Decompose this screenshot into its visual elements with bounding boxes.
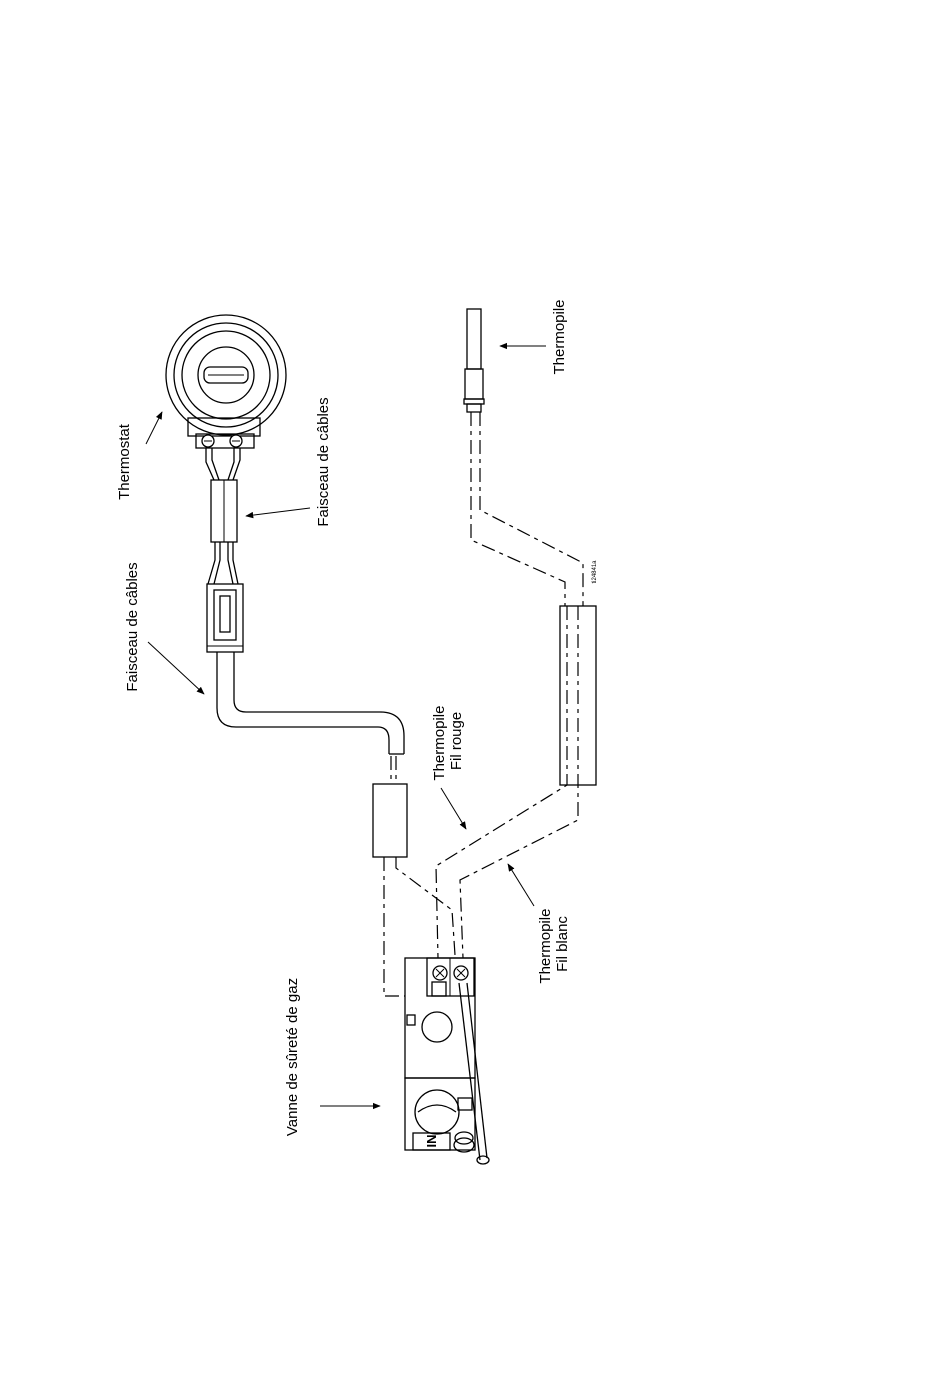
harness-dashed <box>384 756 455 996</box>
thermopile-leads <box>436 412 583 958</box>
harness-cable <box>217 652 404 754</box>
gas-valve <box>405 958 489 1164</box>
thermostat-wires <box>206 448 240 480</box>
label-thermostat: Thermostat <box>116 423 133 500</box>
harness-connector <box>207 584 243 652</box>
label-thermopile-top: Thermopile <box>551 299 568 374</box>
label-harness-left: Faisceau de câbles <box>124 562 141 691</box>
label-gas-valve: Vanne de sûreté de gaz <box>284 978 301 1136</box>
thermostat <box>166 315 286 448</box>
label-harness-right: Faisceau de câbles <box>315 397 332 526</box>
label-thermopile-red: Thermopile Fil rouge <box>431 701 465 780</box>
thermopile <box>464 309 484 412</box>
label-valve-inlet: IN <box>424 1135 439 1148</box>
harness-sleeve-small <box>211 480 237 542</box>
connector-wires <box>208 542 238 584</box>
harness-sleeve-lower <box>373 784 407 857</box>
label-thermopile-white: Thermopile Fil blanc <box>537 904 571 983</box>
label-figure-id: ti24841a <box>592 560 598 584</box>
